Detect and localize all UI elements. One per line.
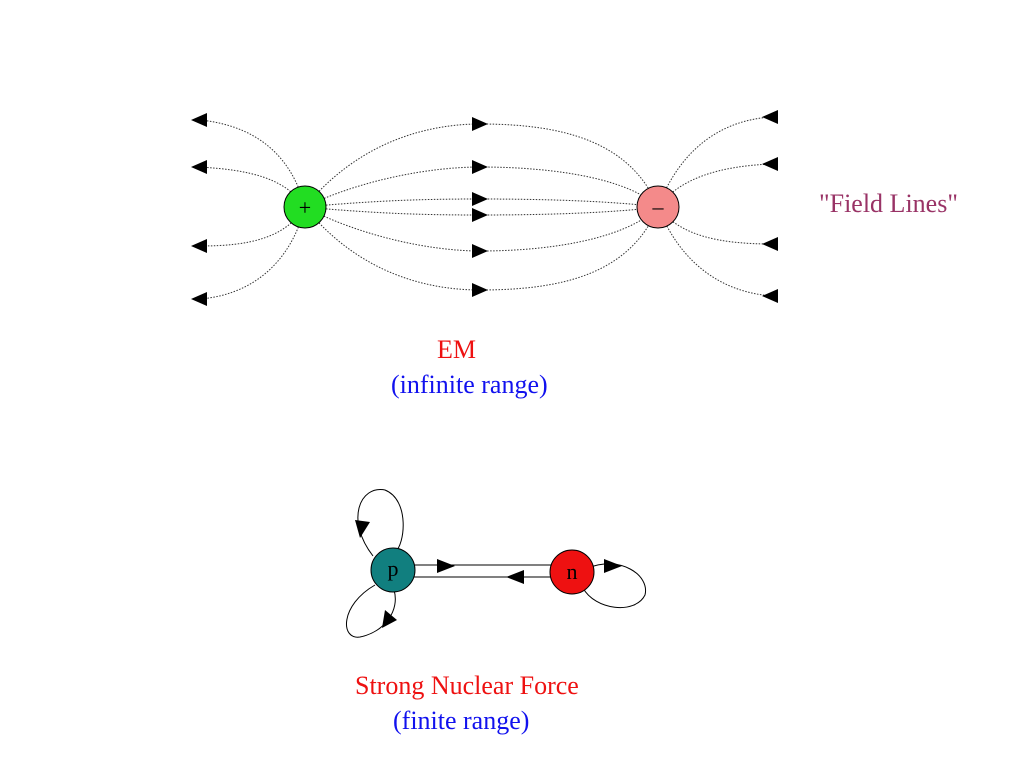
field-line-right-3 xyxy=(657,206,773,245)
field-line-between-5 xyxy=(304,206,659,252)
neutron: n xyxy=(549,549,595,595)
proton: p xyxy=(370,547,416,593)
field-line-between-6 xyxy=(304,206,659,291)
proton-loop-lower-arrow xyxy=(382,610,397,628)
field-line-left-2 xyxy=(199,166,306,208)
arrowhead-mid-6 xyxy=(472,283,488,297)
arrowhead-mid-4 xyxy=(472,208,488,222)
arrowhead-mid-5 xyxy=(472,244,488,258)
em-subtitle: (infinite range) xyxy=(391,370,548,399)
strong-title: Strong Nuclear Force xyxy=(355,671,579,700)
proton-circle xyxy=(370,547,416,593)
field-lines-label: "Field Lines" xyxy=(819,189,958,218)
proton-loop-upper-arrow xyxy=(355,520,370,538)
positive-charge-symbol: + xyxy=(299,195,311,220)
arrowhead-mid-1 xyxy=(472,117,488,131)
strong-force-links xyxy=(346,489,646,638)
arrowhead-right-2 xyxy=(762,157,778,171)
neutron-symbol: n xyxy=(567,559,578,584)
arrowhead-left-2 xyxy=(191,160,207,174)
negative-charge-circle xyxy=(636,185,680,229)
proton-symbol: p xyxy=(388,556,399,581)
field-line-left-4 xyxy=(199,206,306,300)
negative-charge: – xyxy=(636,185,680,229)
proton-loop-lower xyxy=(346,584,396,638)
field-line-right-1 xyxy=(657,116,773,208)
em-arrowheads xyxy=(191,110,778,306)
exchange-arrow-right xyxy=(437,559,455,573)
neutron-loop-arrow xyxy=(604,559,622,573)
arrowhead-left-3 xyxy=(191,239,207,253)
em-title: EM xyxy=(437,335,476,364)
positive-charge-circle xyxy=(283,185,327,229)
positive-charge: + xyxy=(283,185,327,229)
exchange-arrow-left xyxy=(506,570,524,584)
field-line-between-1 xyxy=(304,123,659,208)
arrowhead-right-3 xyxy=(762,237,778,251)
negative-charge-symbol: – xyxy=(652,194,665,219)
strong-subtitle: (finite range) xyxy=(393,706,529,735)
arrowhead-mid-2 xyxy=(472,160,488,174)
arrowhead-left-4 xyxy=(191,292,207,306)
field-line-right-4 xyxy=(657,206,773,297)
neutron-circle xyxy=(549,549,595,595)
arrowhead-mid-3 xyxy=(472,192,488,206)
arrowhead-left-1 xyxy=(191,113,207,127)
arrowhead-right-1 xyxy=(762,110,778,124)
arrowhead-right-4 xyxy=(762,289,778,303)
